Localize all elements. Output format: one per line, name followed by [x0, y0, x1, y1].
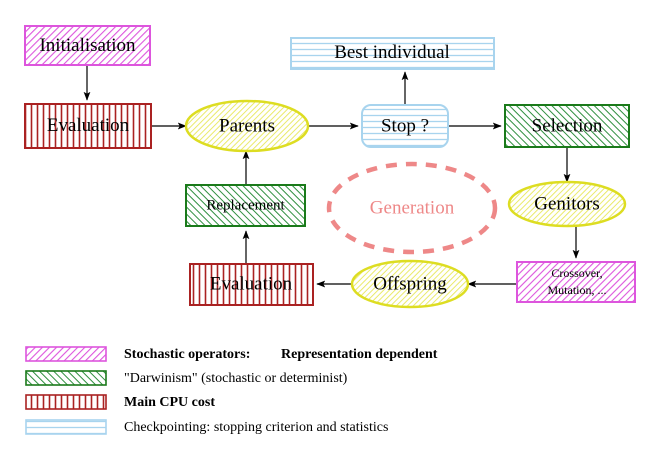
legend-swatch-green-diagonal: [25, 370, 107, 386]
legend-swatch-red-vertical: [25, 394, 107, 410]
legend-row-darwinism: "Darwinism" (stochastic or determinist): [25, 370, 348, 386]
replacement-label: Replacement: [206, 197, 285, 213]
node-evaluation-bottom[interactable]: Evaluation: [189, 263, 314, 306]
evaluation-top-label: Evaluation: [47, 115, 130, 136]
offspring-label: Offspring: [373, 273, 447, 294]
legend-label-representation-dependent: Representation dependent: [281, 347, 438, 362]
crossover-mutation-box[interactable]: [516, 261, 636, 303]
node-replacement[interactable]: Replacement: [185, 184, 306, 227]
node-stop[interactable]: Stop ?: [361, 104, 449, 148]
edges: [83, 65, 580, 288]
node-best-individual[interactable]: Best individual: [290, 37, 495, 70]
crossover-label-line2: Mutation, ...: [548, 283, 607, 297]
legend-label-main-cpu-cost: Main CPU cost: [124, 395, 215, 410]
best-individual-box[interactable]: [290, 37, 495, 70]
legend-row-main-cpu-cost: Main CPU cost: [25, 394, 215, 410]
stop-label: Stop ?: [381, 115, 429, 136]
node-parents[interactable]: Parents: [184, 99, 310, 153]
replacement-box[interactable]: [185, 184, 306, 227]
legend-swatch-blue-horizontal: [25, 419, 107, 435]
legend: Stochastic operators: Representation dep…: [25, 346, 438, 435]
parents-label: Parents: [219, 115, 275, 136]
stop-box[interactable]: [361, 104, 449, 148]
legend-row-checkpointing: Checkpointing: stopping criterion and st…: [25, 419, 388, 435]
node-offspring[interactable]: Offspring: [350, 259, 470, 309]
evaluation-bottom-box[interactable]: [189, 263, 314, 306]
legend-label-darwinism: "Darwinism" (stochastic or determinist): [124, 371, 348, 386]
node-selection[interactable]: Selection: [504, 104, 630, 148]
legend-label-stochastic-operators: Stochastic operators:: [124, 347, 250, 362]
best-individual-label: Best individual: [334, 42, 450, 63]
node-evaluation-top[interactable]: Evaluation: [24, 103, 152, 149]
initialisation-box[interactable]: [24, 25, 151, 66]
evaluation-bottom-label: Evaluation: [210, 273, 293, 294]
legend-row-stochastic-operators: Stochastic operators: Representation dep…: [25, 346, 438, 362]
legend-label-checkpointing: Checkpointing: stopping criterion and st…: [124, 420, 388, 435]
selection-box[interactable]: [504, 104, 630, 148]
offspring-ellipse[interactable]: [350, 259, 470, 309]
generation-dashed-ellipse: [326, 161, 498, 255]
genitors-label: Genitors: [534, 193, 599, 214]
node-generation: Generation: [326, 161, 498, 255]
selection-label: Selection: [532, 115, 603, 136]
initialisation-label: Initialisation: [39, 35, 136, 56]
legend-swatch-magenta-diagonal: [25, 346, 107, 362]
generation-label: Generation: [370, 197, 455, 218]
genitors-ellipse[interactable]: [507, 180, 627, 228]
parents-ellipse[interactable]: [184, 99, 310, 153]
crossover-label-line1: Crossover,: [551, 266, 602, 280]
node-initialisation[interactable]: Initialisation: [24, 25, 151, 66]
node-crossover-mutation[interactable]: Crossover, Mutation, ...: [516, 261, 636, 303]
evaluation-top-box[interactable]: [24, 103, 152, 149]
node-genitors[interactable]: Genitors: [507, 180, 627, 228]
